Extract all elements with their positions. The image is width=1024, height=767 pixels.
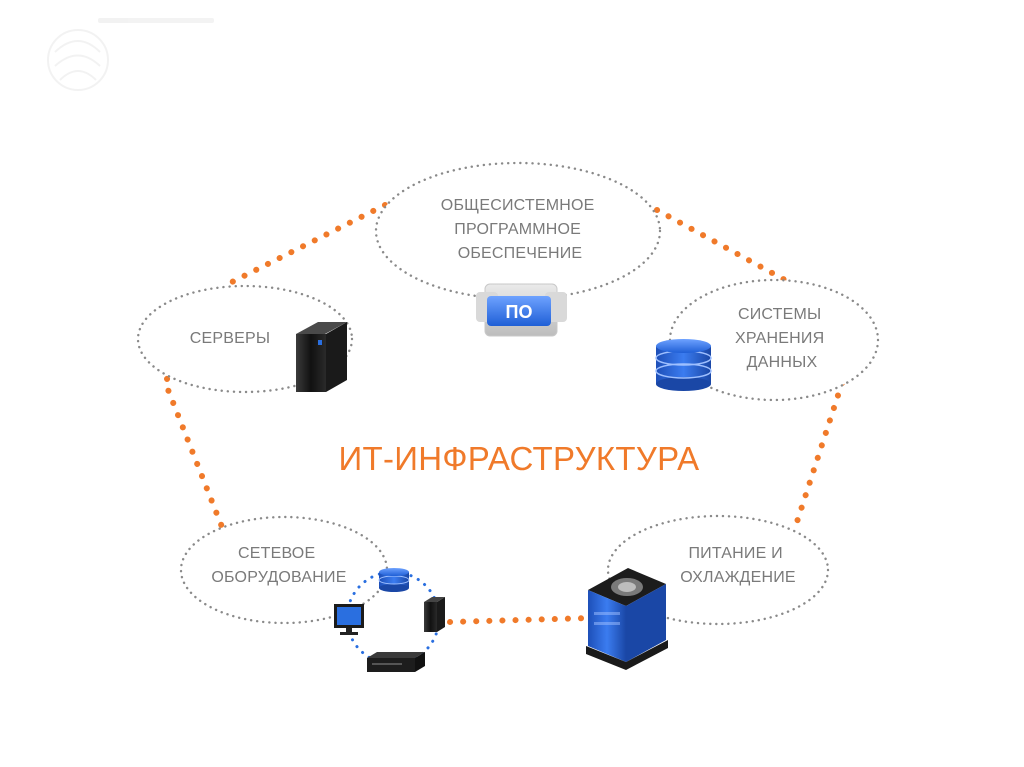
small-database-icon (378, 568, 410, 592)
node-label: СИСТЕМЫ ХРАНЕНИЯ ДАННЫХ (735, 306, 829, 371)
server-tower-icon (296, 322, 347, 392)
small-server-icon (424, 597, 445, 632)
switch-icon (367, 652, 425, 672)
node-storage: СИСТЕМЫ ХРАНЕНИЯ ДАННЫХ (655, 278, 880, 402)
database-icon (655, 339, 712, 391)
node-power-cooling: ПИТАНИЕ И ОХЛАЖДЕНИЕ (586, 514, 830, 670)
monitor-icon (334, 604, 364, 635)
network-cluster-icon (334, 568, 445, 672)
node-label: СЕРВЕРЫ (190, 330, 270, 347)
diagram-title: ИТ-ИНФРАСТРУКТУРА (339, 440, 700, 477)
node-system-software: ОБЩЕСИСТЕМНОЕ ПРОГРАММНОЕ ОБЕСПЕЧЕНИЕ ПО (374, 161, 662, 337)
software-badge-label: ПО (506, 302, 533, 322)
node-label: ОБЩЕСИСТЕМНОЕ ПРОГРАММНОЕ ОБЕСПЕЧЕНИЕ (441, 197, 599, 262)
watermark-logo (47, 18, 214, 91)
cooling-unit-icon (586, 568, 668, 670)
node-label: ПИТАНИЕ И ОХЛАЖДЕНИЕ (680, 545, 796, 586)
software-package-icon: ПО (476, 283, 567, 337)
node-servers: СЕРВЕРЫ (136, 284, 354, 394)
node-label: СЕТЕВОЕ ОБОРУДОВАНИЕ (211, 545, 346, 586)
node-network: СЕТЕВОЕ ОБОРУДОВАНИЕ (179, 515, 445, 672)
